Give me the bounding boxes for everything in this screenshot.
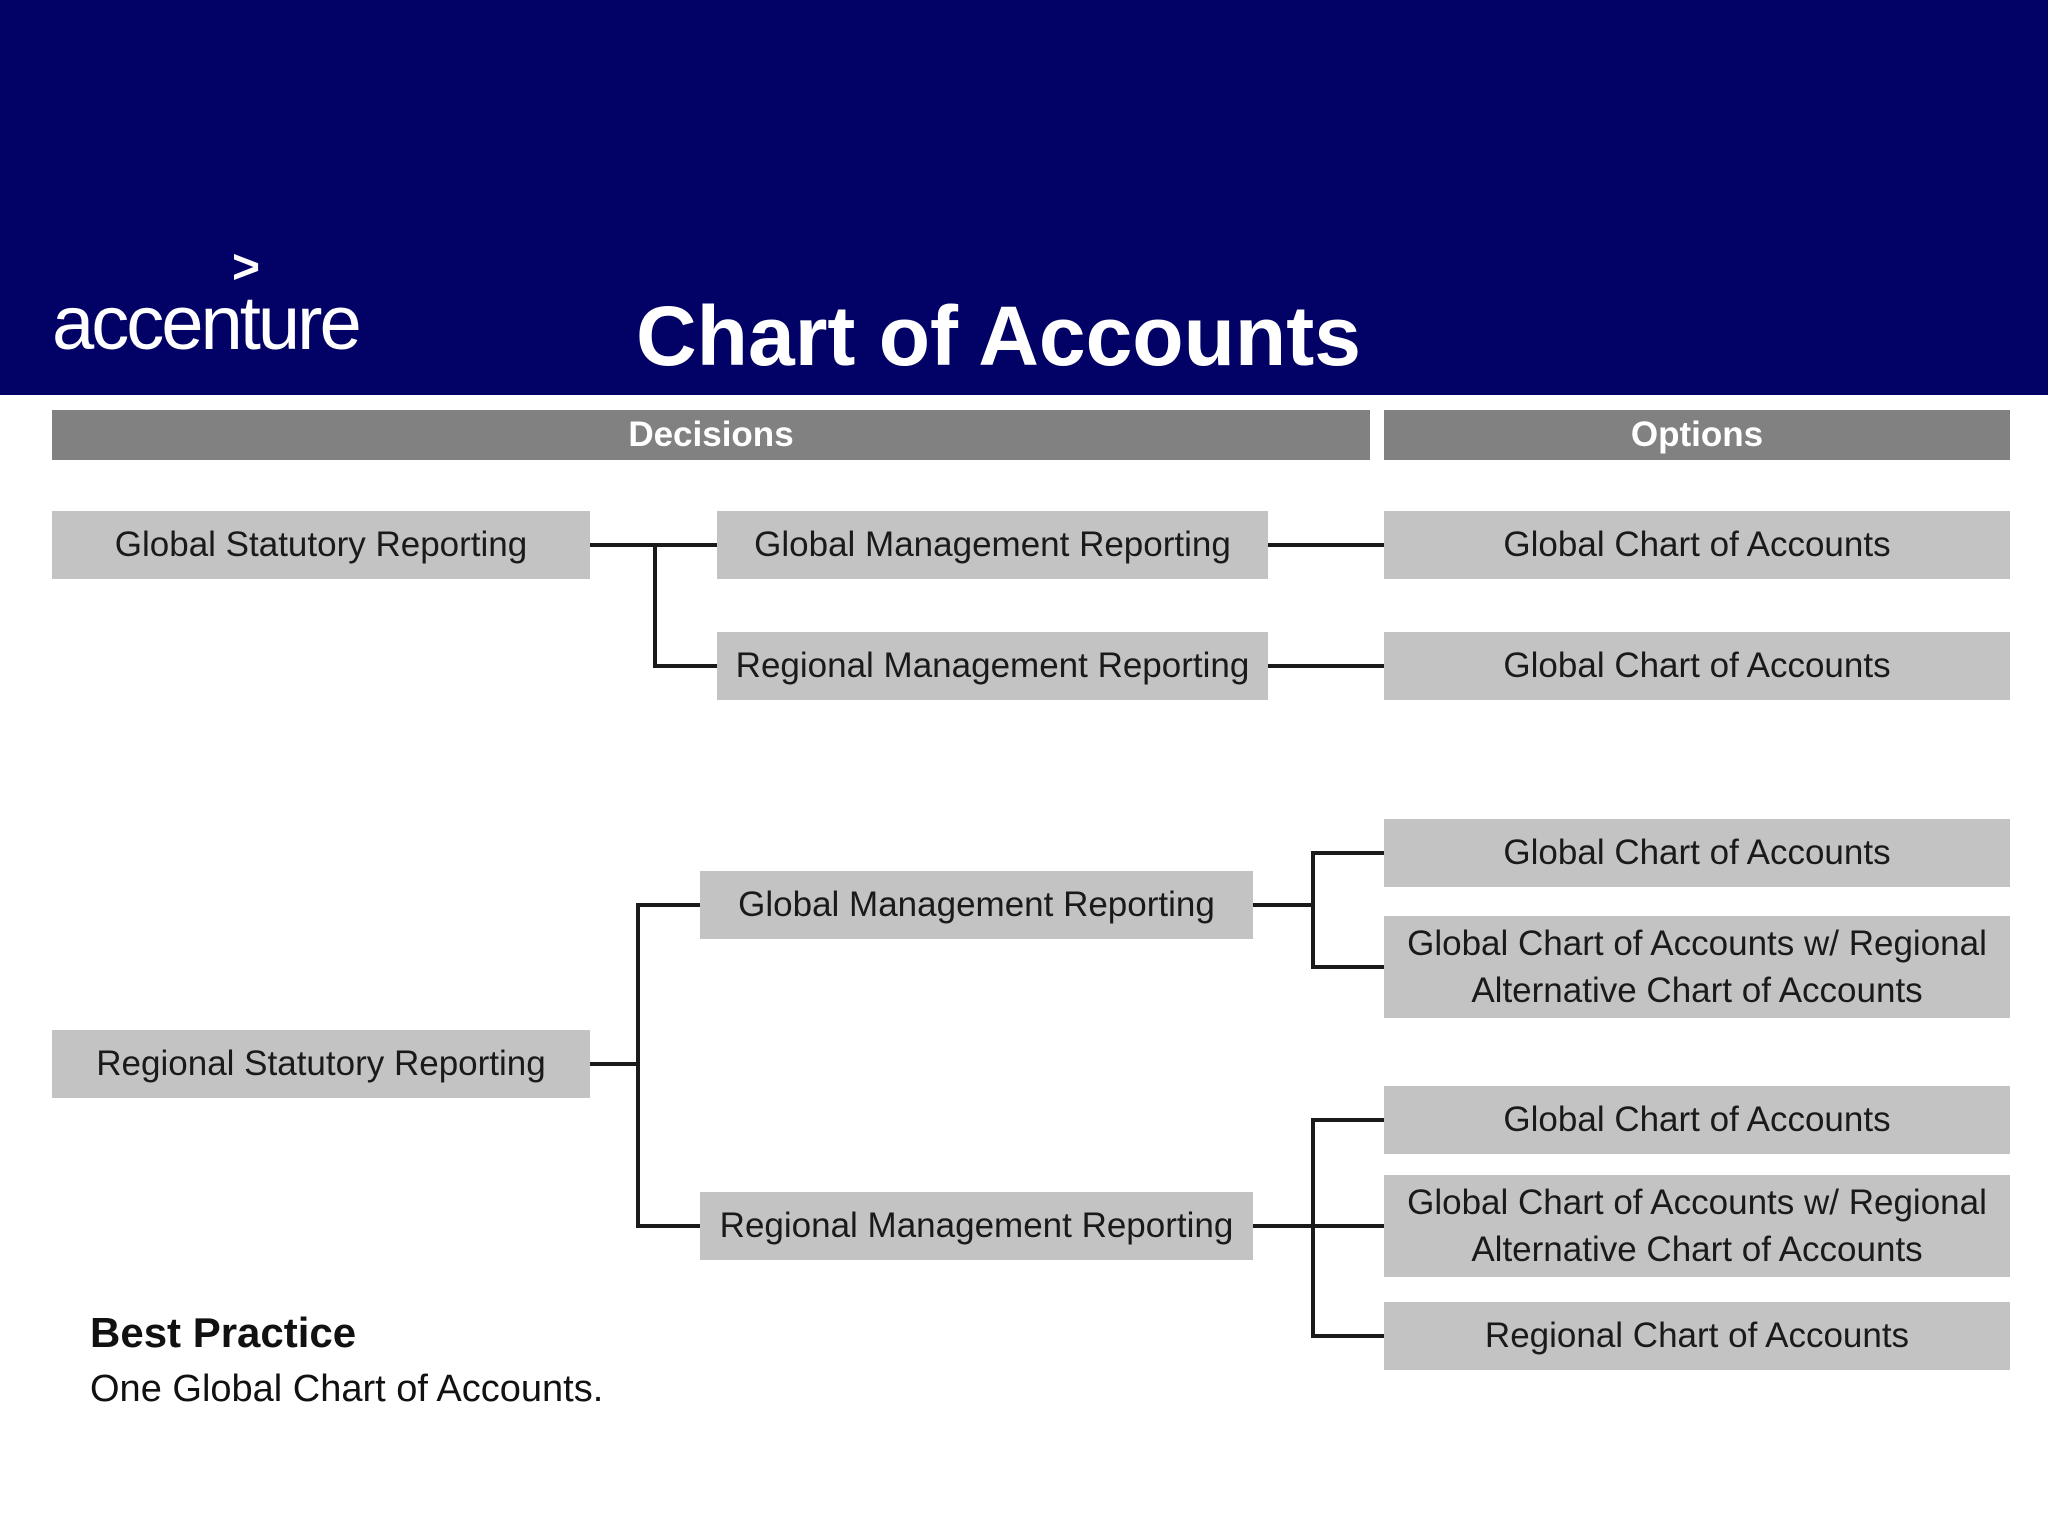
node-global-management-reporting-2: Global Management Reporting	[700, 871, 1253, 939]
node-regional-coa-option: Regional Chart of Accounts	[1384, 1302, 2010, 1370]
node-global-statutory-reporting: Global Statutory Reporting	[52, 511, 590, 579]
connector-line	[1268, 543, 1384, 547]
connector-line	[1311, 1118, 1384, 1122]
options-column-header: Options	[1384, 410, 2010, 460]
connector-line	[653, 543, 657, 668]
node-regional-management-reporting-1: Regional Management Reporting	[717, 632, 1268, 700]
node-global-coa-option-2: Global Chart of Accounts	[1384, 632, 2010, 700]
connector-line	[590, 1062, 640, 1066]
node-regional-statutory-reporting: Regional Statutory Reporting	[52, 1030, 590, 1098]
best-practice-heading: Best Practice	[90, 1309, 357, 1356]
node-global-coa-option-1: Global Chart of Accounts	[1384, 511, 2010, 579]
node-global-coa-regional-alt-option-2: Global Chart of Accounts w/ Regional Alt…	[1384, 1175, 2010, 1277]
node-global-coa-option-4: Global Chart of Accounts	[1384, 1086, 2010, 1154]
node-global-coa-option-3: Global Chart of Accounts	[1384, 819, 2010, 887]
header-band: > accenture Chart of Accounts	[0, 0, 2048, 395]
connector-line	[1311, 851, 1315, 969]
connector-line	[1253, 1224, 1384, 1228]
connector-line	[1311, 851, 1384, 855]
node-global-management-reporting-1: Global Management Reporting	[717, 511, 1268, 579]
connector-line	[1253, 903, 1315, 907]
accenture-logo: accenture	[52, 281, 362, 366]
page-title: Chart of Accounts	[636, 289, 1361, 383]
connector-line	[636, 1224, 700, 1228]
connector-line	[636, 903, 700, 907]
node-regional-management-reporting-2: Regional Management Reporting	[700, 1192, 1253, 1260]
connector-line	[653, 664, 717, 668]
best-practice-note: One Global Chart of Accounts.	[90, 1368, 604, 1410]
connector-line	[636, 903, 640, 1228]
connector-line	[1311, 965, 1384, 969]
connector-line	[1311, 1118, 1315, 1338]
connector-line	[1268, 664, 1384, 668]
node-global-coa-regional-alt-option-1: Global Chart of Accounts w/ Regional Alt…	[1384, 916, 2010, 1018]
accenture-greater-than-icon: >	[232, 241, 261, 294]
connector-line	[1311, 1334, 1384, 1338]
decisions-column-header: Decisions	[52, 410, 1370, 460]
